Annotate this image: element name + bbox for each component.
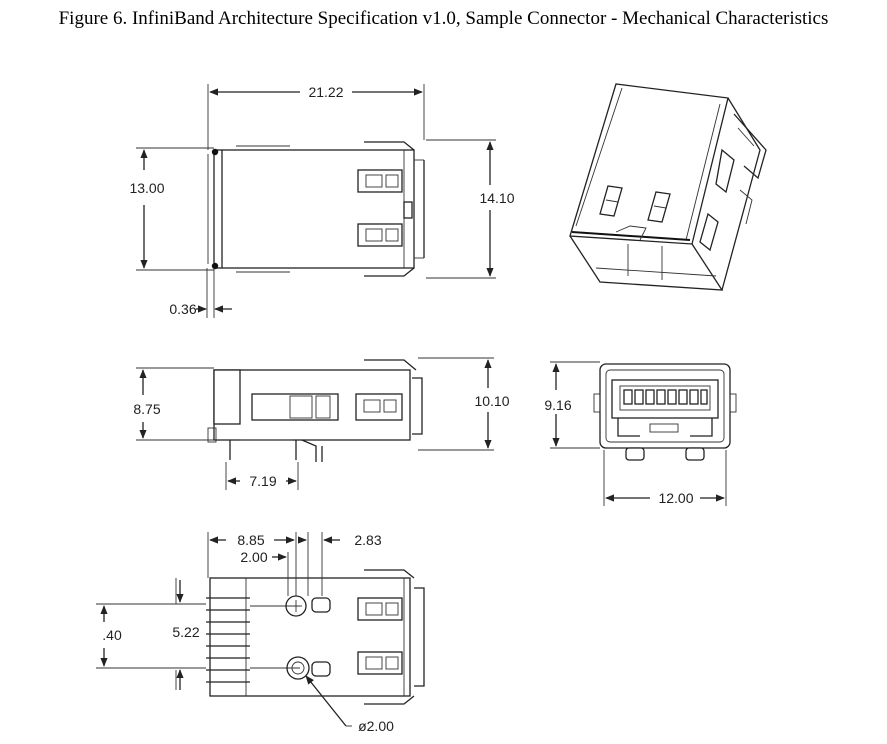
bottom-hole-diameter-label: ø2.00 (358, 718, 394, 734)
top-width-label: 21.22 (308, 84, 343, 100)
front-view: 9.16 12.00 (544, 361, 737, 506)
top-height-label: 13.00 (129, 180, 164, 196)
top-overall-height-label: 14.10 (479, 190, 514, 206)
bottom-hole-spacing-label: 2.00 (240, 549, 267, 565)
side-height-label: 8.75 (133, 401, 160, 417)
bottom-hole-x-label: 8.85 (237, 532, 264, 548)
front-height-label: 9.16 (544, 397, 571, 413)
pin-rows (206, 597, 250, 683)
bottom-outer-label: .40 (102, 627, 122, 643)
contact-row (623, 389, 708, 405)
front-width-label: 12.00 (658, 490, 693, 506)
isometric-view (569, 83, 767, 291)
side-view: 8.75 10.10 7.19 (133, 357, 510, 490)
top-offset-label: 0.36 (169, 301, 196, 317)
figure-caption: Figure 6. InfiniBand Architecture Specif… (58, 8, 829, 29)
bottom-peg-offset-label: 2.83 (354, 532, 381, 548)
bottom-inner-label: 5.22 (172, 624, 199, 640)
side-overall-height-label: 10.10 (474, 393, 509, 409)
bottom-view: 8.85 2.00 2.83 .40 5.22 ø2.00 (96, 532, 425, 734)
side-pin-offset-label: 7.19 (249, 473, 276, 489)
top-view: 21.22 13.00 14.10 (129, 84, 515, 318)
